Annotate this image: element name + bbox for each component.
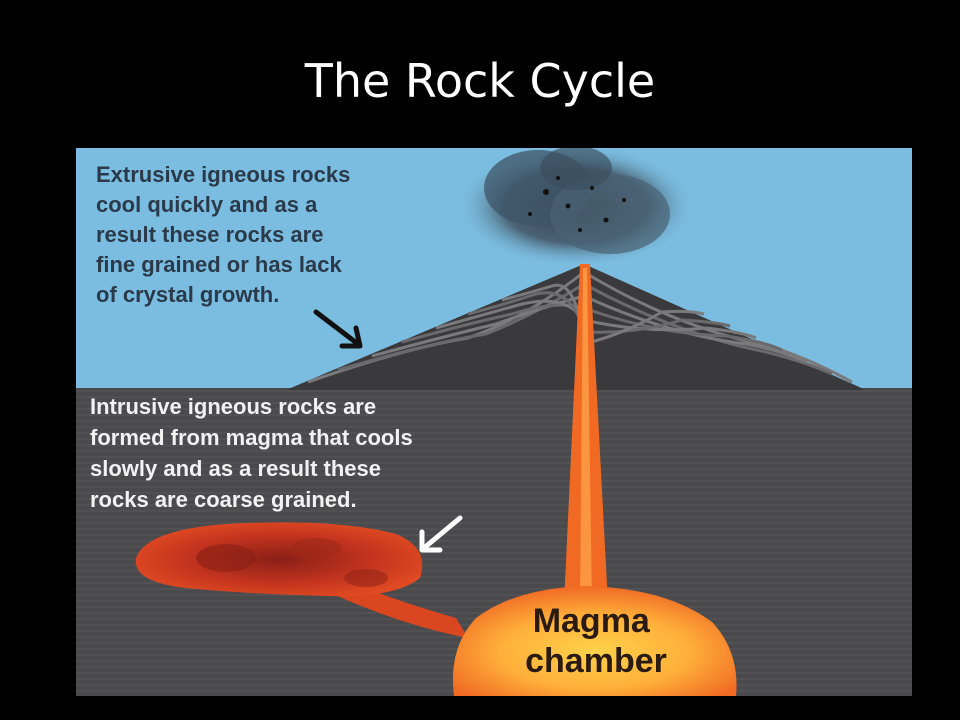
chamber-label-line-1: Magma [533,602,651,640]
intrusive-line-2: formed from magma that cools [90,425,413,450]
magma-chamber-label: Magma chamber [525,602,667,680]
intrusive-arrow [419,515,463,553]
extrusive-line-5: of crystal growth. [96,282,279,307]
intrusive-magma-body [135,522,423,597]
intrusive-caption: Intrusive igneous rocks are formed from … [90,394,419,512]
extrusive-caption: Extrusive igneous rocks cool quickly and… [96,162,356,307]
intrusive-line-3: slowly and as a result these [90,456,381,481]
magma-conduit [564,264,608,604]
rock-cycle-diagram: Extrusive igneous rocks cool quickly and… [76,148,912,696]
extrusive-arrow [313,309,363,349]
chamber-label-line-2: chamber [525,642,667,680]
extrusive-line-3: result these rocks are [96,222,323,247]
magma-chamber [452,586,737,696]
extrusive-line-1: Extrusive igneous rocks [96,162,350,187]
intrusive-line-1: Intrusive igneous rocks are [90,394,376,419]
ash-cloud [456,148,696,268]
extrusive-line-2: cool quickly and as a [96,192,318,217]
intrusive-line-4: rocks are coarse grained. [90,487,357,512]
slide-title: The Rock Cycle [304,54,656,108]
volcano-cross-section: Extrusive igneous rocks cool quickly and… [76,148,912,696]
extrusive-line-4: fine grained or has lack [96,252,343,277]
